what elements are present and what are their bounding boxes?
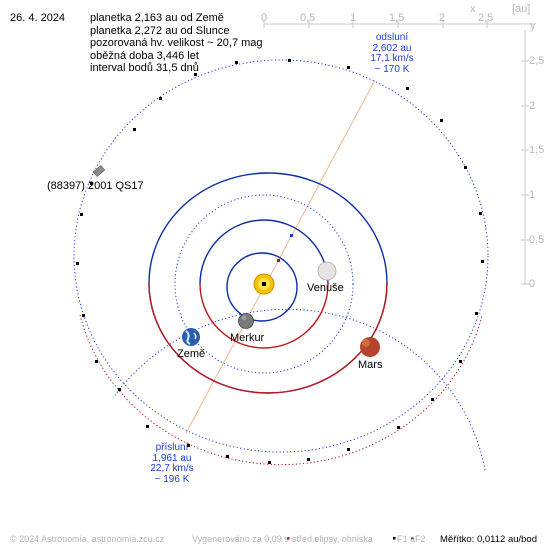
y-tick-4: 0,5	[529, 234, 545, 246]
earth-label: Země	[177, 348, 206, 360]
venus-planet	[317, 261, 337, 281]
asteroid-marker	[92, 165, 106, 177]
y-tick-3: 1	[529, 189, 536, 201]
info-line-1: planetka 2,163 au od Země	[90, 12, 224, 24]
y-axis	[521, 30, 529, 285]
info-line-5: interval bodů 31,5 dnů	[90, 62, 199, 74]
apsis-line	[185, 79, 376, 434]
x-axis-unit: x	[470, 3, 476, 15]
legend-f1-mark	[393, 537, 396, 540]
aphelion-distance: 2,602 au	[372, 42, 412, 54]
asteroid-orbit-points	[76, 59, 484, 464]
info-line-2: planetka 2,272 au od Slunce	[90, 24, 230, 37]
axis-unit: [au]	[512, 3, 531, 15]
perihelion-title: přísluní	[155, 442, 189, 453]
footer-generated: Vygenerováno za 0,09 s	[192, 534, 289, 544]
venus-orbit-south	[199, 283, 329, 349]
asteroid-label: (88397) 2001 QS17	[47, 180, 144, 192]
mercury-planet	[238, 313, 254, 329]
aphelion-info: odsluní 2,602 au 17,1 km/s ~ 170 K	[364, 32, 420, 75]
perihelion-temp: ~ 196 K	[154, 473, 190, 485]
date-label: 26. 4. 2024	[10, 12, 66, 24]
perihelion-info: přísluní 1,961 au 22,7 km/s ~ 196 K	[146, 442, 198, 485]
legend-center-mark	[287, 537, 290, 540]
y-tick-0: 2,5	[529, 55, 545, 67]
mars-label: Mars	[358, 359, 383, 371]
y-axis-unit: y	[530, 20, 536, 32]
legend-f2-mark	[411, 537, 414, 540]
mars-orbit-south	[148, 282, 388, 394]
mercury-label: Merkur	[230, 332, 265, 344]
earth-orbit	[174, 194, 354, 374]
perihelion-distance: 1,961 au	[152, 452, 192, 464]
footer-scale: Měřítko: 0,0112 au/bod	[440, 534, 537, 545]
y-tick-1: 2	[529, 100, 536, 112]
mercury-orbit	[226, 252, 298, 322]
footer-copyright: © 2024 Astronomia, astronomia.zcu.cz	[10, 534, 165, 544]
x-axis	[263, 20, 534, 28]
asteroid-orbit-south	[79, 314, 483, 466]
earth-planet	[182, 328, 200, 346]
aphelion-title: odsluní	[375, 32, 409, 43]
perihelion-speed: 22,7 km/s	[150, 463, 194, 474]
footer-legend-f2: F2	[415, 534, 426, 544]
x-tick-4: 2	[439, 12, 446, 24]
asteroid-orbit-upper	[114, 308, 486, 471]
info-line-3: pozorovaná hv. velikost ~ 20,7 mag	[90, 37, 263, 49]
x-tick-2: 1	[350, 12, 357, 24]
venus-orbit-north	[199, 219, 329, 285]
x-tick-1: 0,5	[300, 12, 316, 24]
x-tick-5: 2,5	[478, 12, 494, 24]
x-tick-3: 1,5	[389, 12, 405, 24]
ellipse-center	[277, 259, 280, 262]
x-tick-0: 0	[261, 12, 268, 24]
venus-label: Venuše	[307, 282, 344, 294]
y-tick-2: 1,5	[529, 144, 545, 156]
mars-planet	[360, 337, 380, 357]
footer-legend-f1: F1 a	[397, 534, 416, 544]
asteroid-orbit	[73, 59, 489, 453]
y-tick-5: 0	[529, 278, 536, 290]
info-line-4: oběžná doba 3,446 let	[90, 49, 199, 62]
footer-legend-center: střed elipsy, ohniska	[292, 534, 373, 544]
aphelion-temp: ~ 170 K	[374, 63, 410, 75]
aphelion-speed: 17,1 km/s	[370, 53, 414, 64]
focus-f2	[290, 234, 293, 237]
